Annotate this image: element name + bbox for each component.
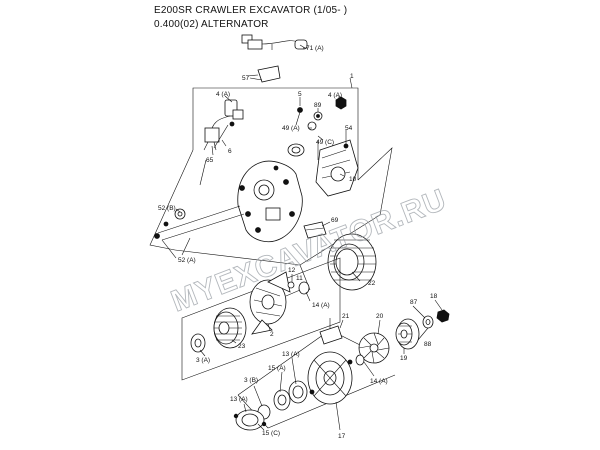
diagram-subtitle: 0.400(02) ALTERNATOR	[154, 19, 269, 30]
stator-22	[327, 233, 377, 291]
callout-21: 21	[342, 313, 350, 320]
callout-labels: 71 (A) 57 1 4 (A) 89 4 (A) 5 49 (A) 49 (…	[158, 45, 438, 440]
callout-3b: 3 (B)	[244, 377, 258, 384]
callout-69: 69	[331, 217, 339, 224]
callout-49a: 49 (A)	[282, 125, 300, 132]
callout-13a-bottom: 13 (A)	[230, 396, 248, 403]
callout-65: 65	[206, 157, 214, 164]
callout-4a-right: 4 (A)	[328, 92, 342, 99]
terminal-hardware-stack	[287, 96, 347, 160]
callout-5: 5	[298, 91, 302, 98]
shaft-parts-12-11	[285, 274, 310, 297]
callout-12: 12	[288, 267, 296, 274]
callout-13a-top: 13 (A)	[282, 351, 300, 358]
nut-washer-3a	[190, 333, 206, 353]
callout-18: 18	[430, 293, 438, 300]
bracket-21	[319, 325, 343, 345]
regulator-brush-holder	[315, 139, 359, 197]
through-bolts-52	[154, 205, 327, 241]
callout-57: 57	[242, 75, 250, 82]
callout-49c: 49 (C)	[316, 139, 334, 146]
rotor-fan-2	[249, 271, 291, 335]
rear-housing	[237, 160, 303, 243]
callout-15c: 15 (C)	[262, 430, 280, 437]
callout-3a: 3 (A)	[196, 357, 210, 364]
bearing-set	[233, 380, 308, 431]
callout-14a-bottom: 14 (A)	[370, 378, 388, 385]
callout-87: 87	[410, 299, 418, 306]
callout-6: 6	[228, 148, 232, 155]
callout-11: 11	[296, 275, 303, 282]
callout-1: 1	[350, 73, 354, 80]
callout-22: 22	[368, 280, 376, 287]
callout-52a: 52 (A)	[178, 257, 196, 264]
bracket-57	[246, 65, 281, 83]
leader-lines	[161, 44, 443, 431]
callout-4a-left: 4 (A)	[216, 91, 230, 98]
drive-pulley-19	[395, 318, 420, 350]
front-housing-17	[307, 351, 353, 405]
callout-17: 17	[338, 433, 346, 440]
callout-14a-top: 14 (A)	[312, 302, 330, 309]
callout-20: 20	[376, 313, 384, 320]
cooling-fan-20	[358, 332, 390, 364]
callout-2: 2	[270, 331, 274, 338]
harness-connector-71a	[241, 34, 308, 50]
callout-54: 54	[345, 125, 353, 132]
pulley-23	[213, 307, 247, 349]
terminal-plug-4a	[203, 99, 244, 151]
washers-87-88-18	[422, 309, 450, 329]
callout-23: 23	[238, 343, 246, 350]
callout-15a: 15 (A)	[268, 365, 286, 372]
spacer-14a	[355, 354, 365, 366]
callout-52b: 52 (B)	[158, 205, 176, 212]
callout-88: 88	[424, 341, 432, 348]
callout-19: 19	[400, 355, 408, 362]
callout-89: 89	[314, 102, 322, 109]
callout-10: 10	[349, 176, 357, 183]
diagram-title: E200SR CRAWLER EXCAVATOR (1/05- )	[154, 5, 348, 16]
callout-71a: 71 (A)	[306, 45, 324, 52]
